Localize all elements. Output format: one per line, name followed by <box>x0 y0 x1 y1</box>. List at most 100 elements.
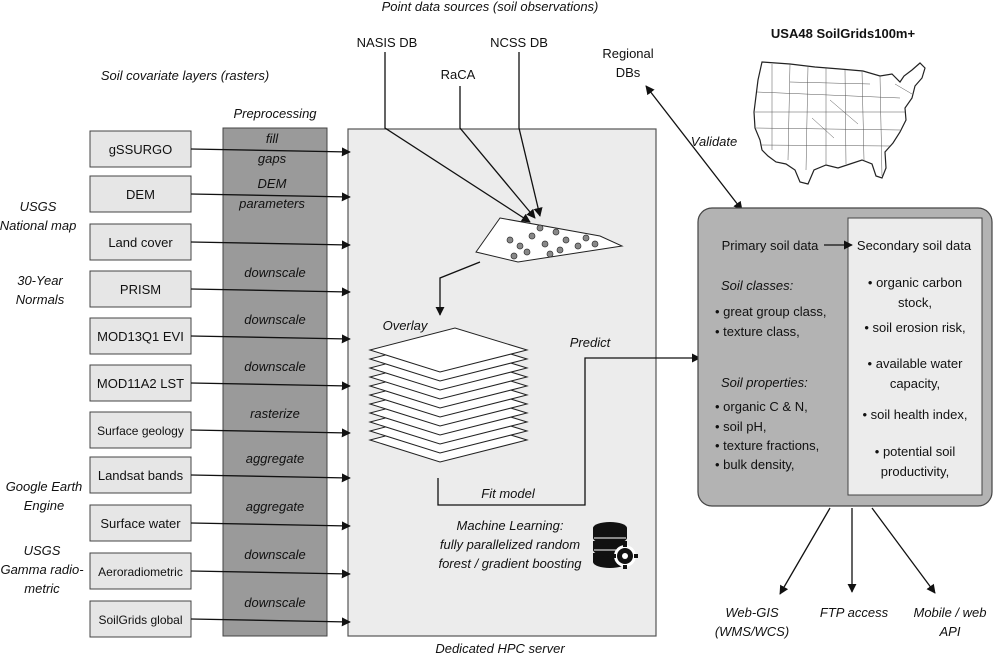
layer-box-3 <box>89 270 192 308</box>
side-label-gamma-line1: USGS <box>24 543 61 558</box>
layer-box-8 <box>89 504 192 542</box>
hpc-server-label: Dedicated HPC server <box>435 641 565 656</box>
secondary-title: Secondary soil data <box>857 238 972 253</box>
soil-class-item-2: • texture class, <box>715 324 800 339</box>
observation-point <box>556 246 564 254</box>
preprocessing-column <box>222 127 328 637</box>
layer-box-1 <box>89 175 192 213</box>
layer-name-9: Aeroradiometric <box>98 565 183 579</box>
layer-name-1: DEM <box>126 187 155 202</box>
delivery-webgis-line2: (WMS/WCS) <box>715 624 789 639</box>
process-label-7: aggregate <box>246 451 305 466</box>
ml-line2: fully parallelized random <box>440 537 580 552</box>
process-label-4: downscale <box>244 312 305 327</box>
observation-point <box>552 228 560 236</box>
covariates-title: Soil covariate layers (rasters) <box>101 68 269 83</box>
delivery-api-line2: API <box>939 624 961 639</box>
secondary-item-4-line1: productivity, <box>881 464 949 479</box>
process-label-0-b: gaps <box>258 151 287 166</box>
secondary-item-4-line0: • potential soil <box>875 444 956 459</box>
observation-point <box>582 234 590 242</box>
preprocessing-title: Preprocessing <box>233 106 317 121</box>
layer-arrow-8 <box>190 521 351 531</box>
side-label-gamma-line2: Gamma radio- <box>0 562 84 577</box>
layer-name-3: PRISM <box>120 282 161 297</box>
layer-name-8: Surface water <box>100 516 181 531</box>
source-nasis: NASIS DB <box>357 35 418 50</box>
side-label-normals-line2: Normals <box>16 292 65 307</box>
layer-box-4 <box>89 317 192 355</box>
soil-properties-label: Soil properties: <box>721 375 808 390</box>
observation-point <box>510 252 518 260</box>
secondary-item-0-line0: • organic carbon <box>868 275 962 290</box>
layer-arrow-2 <box>190 240 351 250</box>
delivery-ftp: FTP access <box>820 605 889 620</box>
side-label-gee-line1: Google Earth <box>6 479 83 494</box>
layer-name-10: SoilGrids global <box>98 613 182 627</box>
observation-point <box>574 242 582 250</box>
observation-point <box>516 242 524 250</box>
layer-name-0: gSSURGO <box>109 142 173 157</box>
database-gear-icon <box>593 522 638 569</box>
layer-arrow-6 <box>190 428 351 438</box>
secondary-item-2-line1: capacity, <box>890 376 940 391</box>
process-label-9: downscale <box>244 547 305 562</box>
overlay-label: Overlay <box>383 318 429 333</box>
process-label-6: rasterize <box>250 406 300 421</box>
layer-arrow-7 <box>190 473 351 483</box>
layer-arrow-10 <box>190 617 351 627</box>
process-label-0-a: fill <box>266 131 279 146</box>
side-label-usgs-line1: USGS <box>20 199 57 214</box>
source-raca: RaCA <box>441 67 476 82</box>
process-label-3: downscale <box>244 265 305 280</box>
arrow-fit-predict <box>437 353 701 506</box>
map-title: USA48 SoilGrids100m+ <box>771 26 916 41</box>
soil-property-item-4: • bulk density, <box>715 457 794 472</box>
observation-points <box>506 224 599 260</box>
side-label-usgs-line2: National map <box>0 218 76 233</box>
layer-name-2: Land cover <box>108 235 173 250</box>
layer-name-4: MOD13Q1 EVI <box>97 329 184 344</box>
layer-box-6 <box>89 411 192 449</box>
observation-point <box>591 240 599 248</box>
layer-arrow-4 <box>190 334 351 344</box>
soil-property-item-2: • soil pH, <box>715 419 767 434</box>
raster-sheet <box>368 327 529 373</box>
layer-name-6: Surface geology <box>97 424 184 438</box>
predict-label: Predict <box>570 335 612 350</box>
secondary-soil-box <box>847 217 983 496</box>
observation-point <box>546 250 554 258</box>
arrow-webgis <box>779 507 831 595</box>
layer-box-0 <box>89 130 192 168</box>
layer-box-2 <box>89 223 192 261</box>
delivery-webgis-line1: Web-GIS <box>725 605 779 620</box>
arrow-validate <box>645 85 743 211</box>
regional-dbs-line1: Regional <box>602 46 653 61</box>
soil-property-item-1: • organic C & N, <box>715 399 808 414</box>
process-label-10: downscale <box>244 595 305 610</box>
source-ncss: NCSS DB <box>490 35 548 50</box>
layer-arrow-9 <box>190 569 351 579</box>
validate-label: Validate <box>691 134 738 149</box>
arrow-ncss <box>518 52 543 217</box>
observation-point <box>562 236 570 244</box>
regional-dbs-line2: DBs <box>616 65 641 80</box>
layer-box-5 <box>89 364 192 402</box>
observation-point <box>528 232 536 240</box>
process-label-1-b: parameters <box>238 196 305 211</box>
point-sources-title: Point data sources (soil observations) <box>382 0 599 14</box>
ml-line1: Machine Learning: <box>457 518 564 533</box>
layer-arrow-0 <box>190 147 351 157</box>
layer-arrow-5 <box>190 381 351 391</box>
layer-name-5: MOD11A2 LST <box>97 376 184 391</box>
soil-classes-label: Soil classes: <box>721 278 794 293</box>
process-label-8: aggregate <box>246 499 305 514</box>
secondary-item-1-line0: • soil erosion risk, <box>864 320 965 335</box>
process-label-5: downscale <box>244 359 305 374</box>
layer-name-7: Landsat bands <box>98 468 184 483</box>
layer-arrow-3 <box>190 287 351 297</box>
arrow-api <box>871 507 936 594</box>
